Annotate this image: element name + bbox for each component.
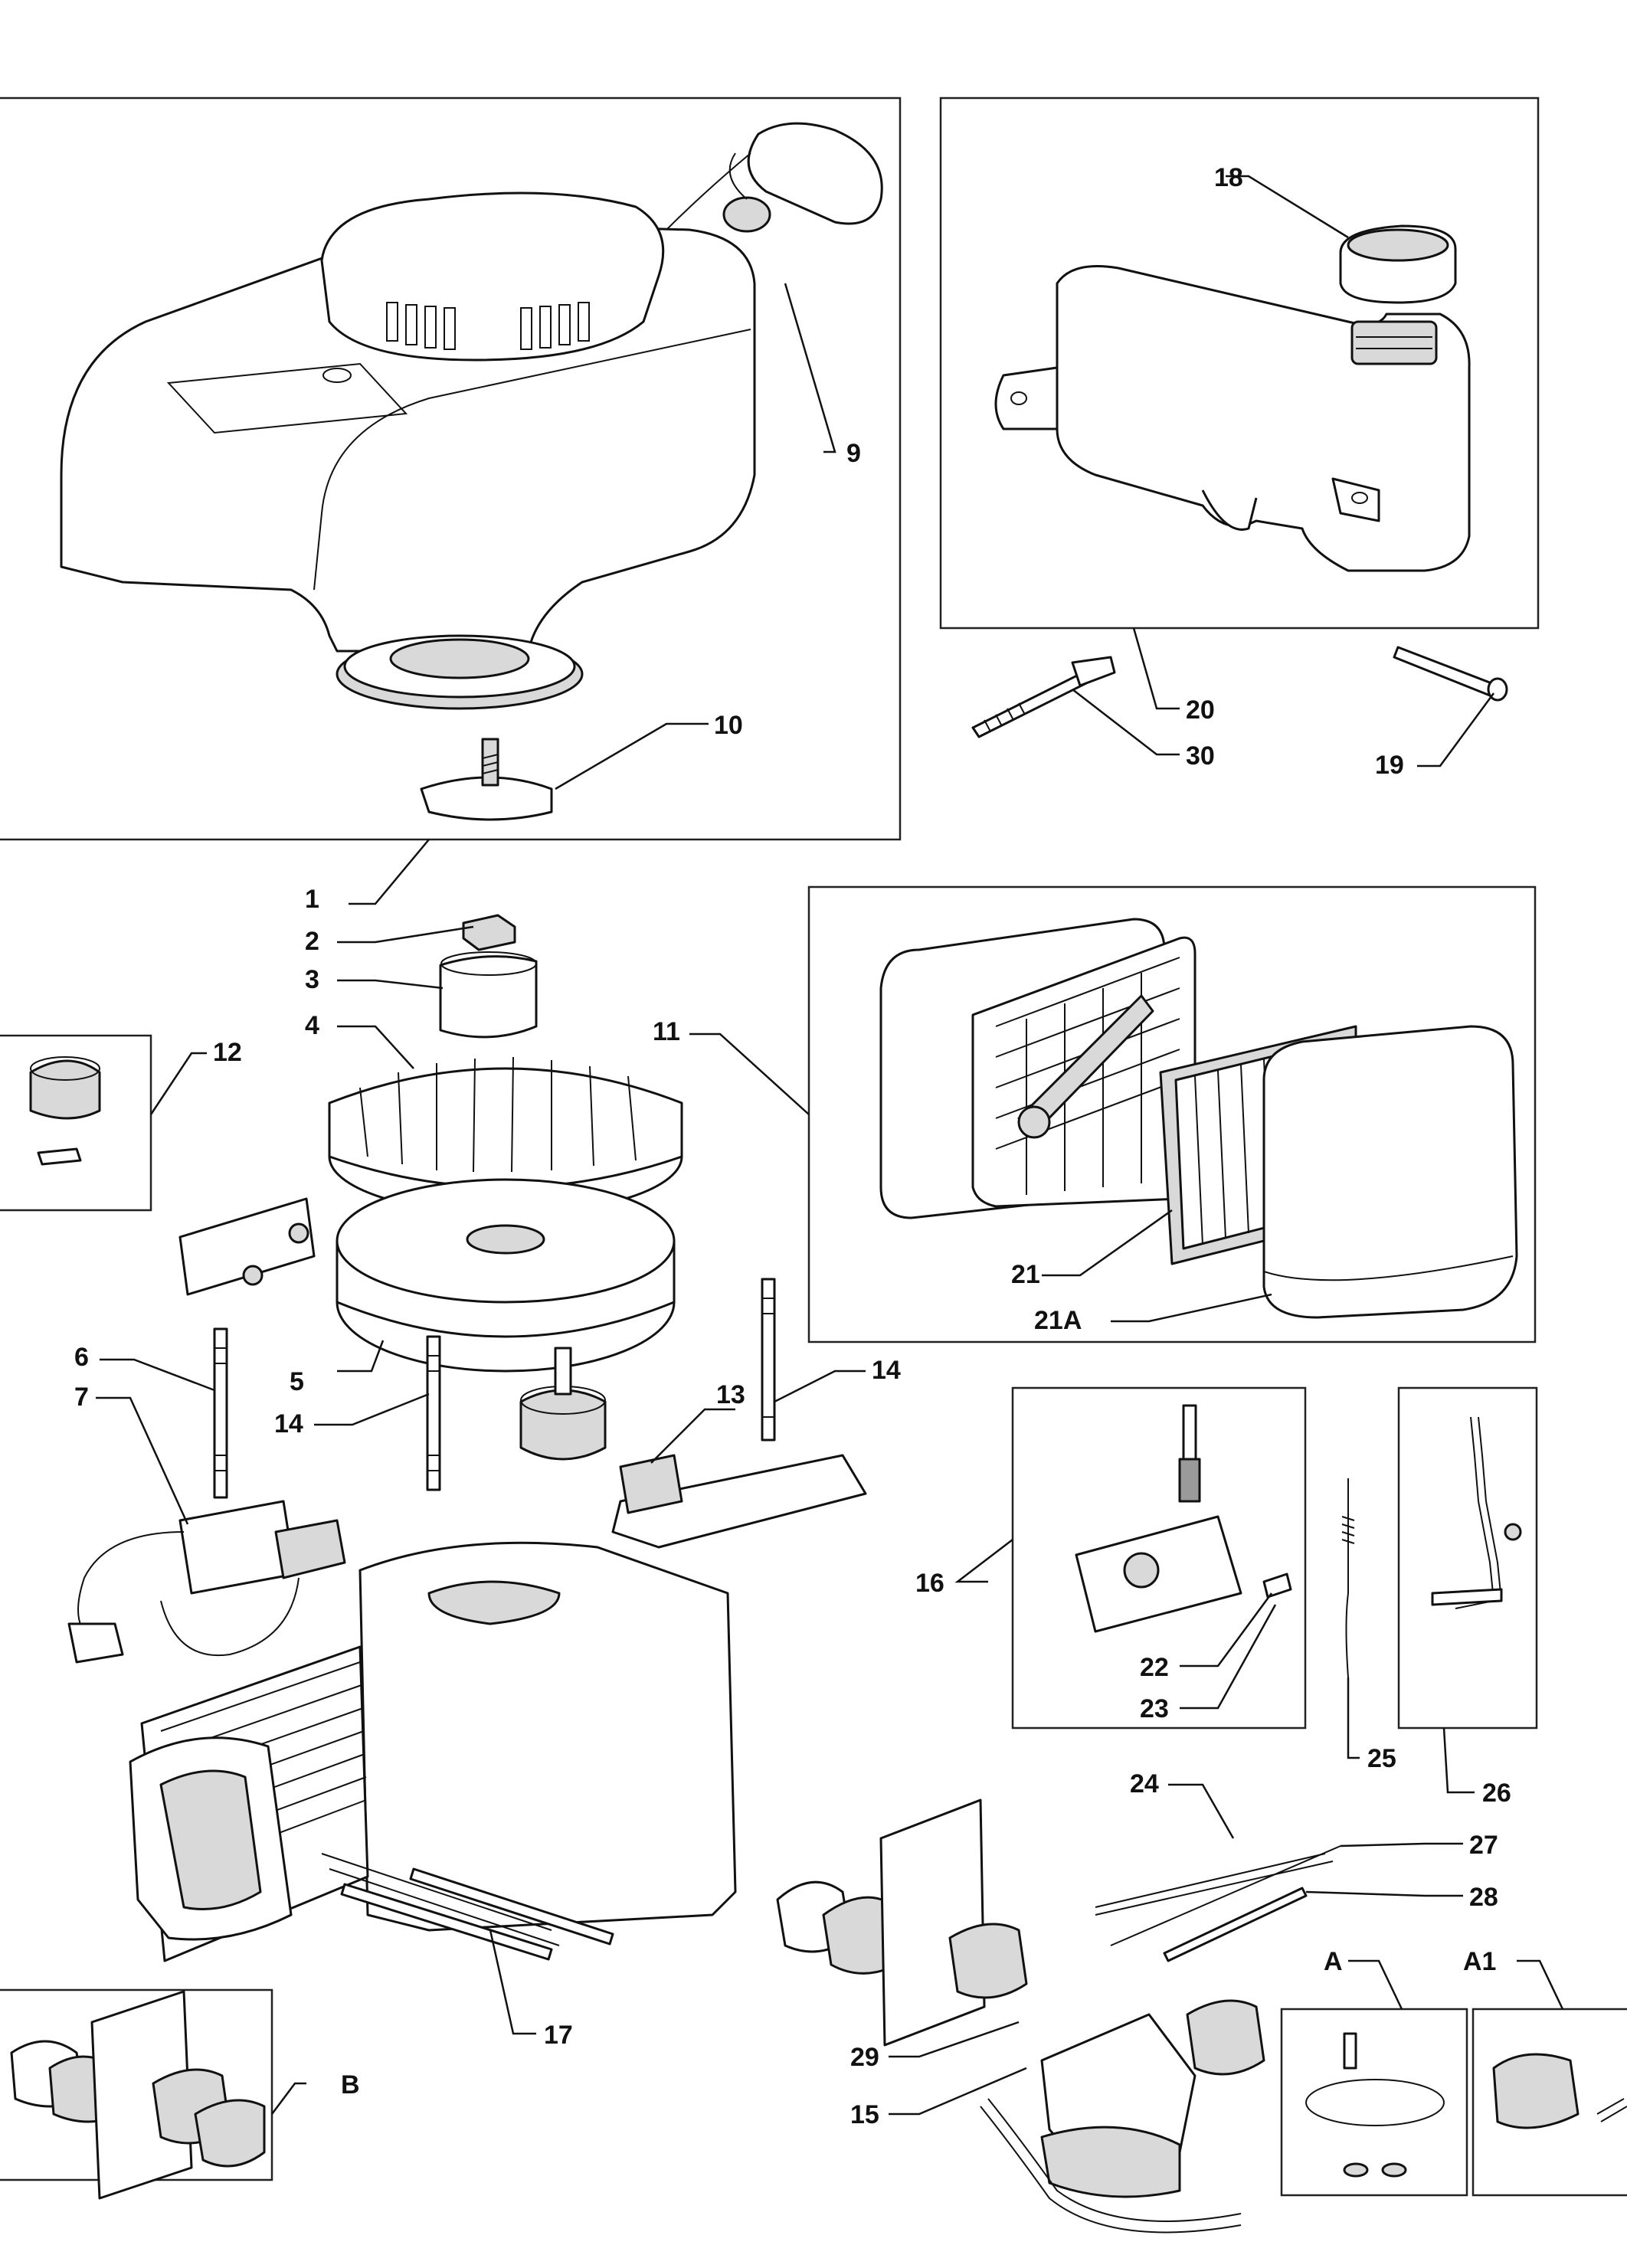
label-20: 20 (1186, 695, 1215, 725)
governor-bracket (1075, 1404, 1292, 1633)
group-box-carb-kit-a (1280, 2008, 1468, 2197)
carburetor-gaskets (776, 1798, 1265, 2076)
brake-assembly (519, 1347, 607, 1461)
label-12: 12 (213, 1038, 242, 1067)
stud-14-left (426, 1335, 441, 1491)
label-9: 9 (846, 439, 861, 468)
label-14-right: 14 (872, 1356, 901, 1385)
throttle-rods (1095, 1845, 1341, 1962)
label-A1: A1 (1463, 1947, 1496, 1976)
governor-spring (1341, 1478, 1355, 1678)
group-box-ignition-kit (0, 1034, 152, 1212)
starter-pulley (336, 634, 584, 710)
label-17: 17 (544, 2021, 573, 2050)
callout-labels: 9 10 1 2 3 4 12 11 5 6 7 14 13 14 18 20 … (74, 163, 1511, 2129)
label-13: 13 (716, 1380, 745, 1409)
carburetor (980, 2013, 1242, 2234)
air-filter-cover (1262, 1025, 1518, 1319)
cooling-fan (328, 1056, 683, 1216)
label-22: 22 (1140, 1653, 1169, 1682)
label-7: 7 (74, 1383, 89, 1412)
label-26: 26 (1482, 1779, 1511, 1808)
flywheel (336, 1178, 676, 1373)
label-18: 18 (1214, 163, 1243, 192)
brake-bracket (178, 1197, 316, 1296)
head-bolts (340, 1867, 614, 1961)
stud-6 (213, 1327, 228, 1499)
label-29: 29 (850, 2043, 879, 2072)
ignition-kit-parts (29, 1056, 101, 1166)
carb-kit-a1-parts (1492, 2053, 1627, 2129)
label-B: B (341, 2070, 360, 2099)
label-10: 10 (714, 711, 743, 740)
group-box-carb-kit-a1 (1472, 2008, 1627, 2197)
carb-kit-a-parts (1305, 2032, 1445, 2178)
bolt-30 (971, 656, 1116, 738)
group-box-governor-lever (1397, 1386, 1538, 1730)
gasket-kit-b-parts (10, 1990, 266, 2200)
flywheel-nut (462, 914, 516, 951)
fuel-tank (994, 265, 1471, 572)
label-1: 1 (305, 885, 319, 914)
group-box-recoil-starter (0, 97, 902, 841)
bolt-19 (1393, 646, 1508, 702)
engine-block (129, 1541, 737, 1962)
group-box-fuel-tank (939, 97, 1540, 630)
label-28: 28 (1469, 1883, 1498, 1912)
ignition-coil (67, 1500, 346, 1664)
fuel-cap (1339, 224, 1457, 304)
label-4: 4 (305, 1011, 319, 1040)
label-25: 25 (1367, 1744, 1396, 1773)
label-14-left: 14 (274, 1409, 303, 1438)
label-24: 24 (1130, 1769, 1159, 1798)
label-19: 19 (1375, 751, 1404, 780)
recoil-starter-housing (60, 191, 756, 653)
throttle-bracket (611, 1454, 867, 1549)
air-filter-housing (879, 918, 1197, 1219)
label-3: 3 (305, 965, 319, 994)
label-21: 21 (1011, 1260, 1040, 1289)
label-A: A (1324, 1947, 1343, 1976)
label-5: 5 (290, 1367, 304, 1396)
group-box-governor-bracket (1011, 1386, 1307, 1730)
label-11: 11 (653, 1017, 680, 1046)
governor-lever (1431, 1416, 1522, 1609)
label-23: 23 (1140, 1694, 1169, 1723)
leader-lines (96, 175, 1564, 2116)
starter-pawl (420, 738, 553, 821)
label-2: 2 (305, 927, 319, 956)
starter-handle (666, 122, 883, 233)
label-21a: 21A (1034, 1306, 1082, 1335)
label-16: 16 (915, 1569, 944, 1598)
label-27: 27 (1469, 1831, 1498, 1860)
label-6: 6 (74, 1343, 89, 1372)
label-15: 15 (850, 2100, 879, 2129)
starter-cup (439, 951, 538, 1039)
label-30: 30 (1186, 741, 1215, 771)
stud-14-right (761, 1278, 776, 1442)
